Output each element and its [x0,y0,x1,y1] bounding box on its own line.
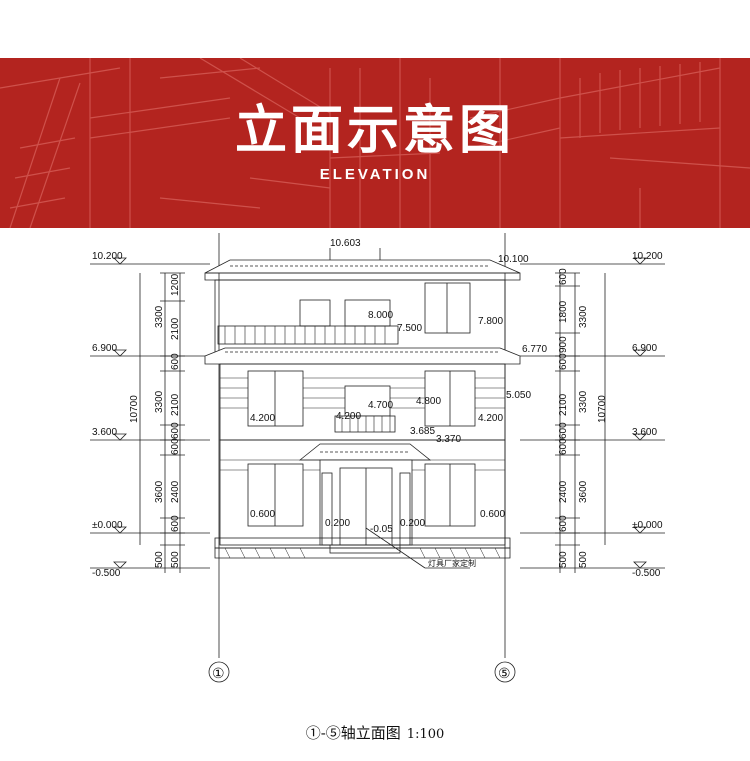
dim-left-inner-5: 600 [170,422,181,439]
label-7800: 7.800 [478,316,503,327]
level-label-left-top: 10.200 [92,251,123,262]
dim-left-outer-2: 3300 [154,390,165,413]
level-label-left-3: 3.600 [92,427,117,438]
label-4700: 4.700 [368,400,393,411]
dim-right-inner-10: 500 [558,551,569,568]
level-label-right-3: 3.600 [632,427,657,438]
dim-left-inner-4: 2100 [170,393,181,416]
banner-subtitle: ELEVATION [319,166,431,183]
label-4200-right: 4.200 [478,413,503,424]
axis-bubble-1 [208,661,230,683]
dim-left-outer-3: 3600 [154,480,165,503]
dim-right-inner-2: 1800 [558,300,569,323]
label-0200-right: 0.200 [400,518,425,529]
label-ridge: 10.603 [330,238,361,249]
building-elevation [204,248,521,569]
label-3370: 3.370 [436,434,461,445]
level-label-left-5: -0.500 [92,568,121,579]
dim-right-outer-3: 3600 [578,480,589,503]
dim-total-right: 10700 [597,395,608,423]
label-3685: 3.685 [410,426,435,437]
dim-right-outer-1: 3300 [578,305,589,328]
level-label-left-2: 6.900 [92,343,117,354]
dim-left-inner-2: 2100 [170,317,181,340]
dim-right-inner-8: 2400 [558,480,569,503]
label-4200-mid: 4.200 [336,411,361,422]
level-label-right-top: 10.200 [632,251,663,262]
dim-left-outer-4: 500 [154,551,165,568]
level-label-right-2: 6.900 [632,343,657,354]
label-6770: 6.770 [522,344,547,355]
header-banner: 立面示意图 ELEVATION [0,58,750,228]
label-4800: 4.800 [416,396,441,407]
dim-left-inner-8: 600 [170,515,181,532]
label-minus-005: -0.05 [370,524,393,535]
axis-label-5: ⑤ [498,665,511,681]
level-label-right-5: -0.500 [632,568,661,579]
dim-left-inner-1: 1200 [170,273,181,296]
dim-left-inner-6: 600 [170,438,181,455]
caption-title: ①-⑤轴立面图 [305,724,401,742]
label-eave-right: 10.100 [498,254,529,265]
label-0200-left: 0.200 [325,518,350,529]
label-0600-left: 0.600 [250,509,275,520]
caption-scale: 1:100 [406,727,445,742]
dim-left-inner-3: 600 [170,353,181,370]
dim-right-inner-1: 600 [558,268,569,285]
label-7500: 7.500 [397,323,422,334]
dim-left-inner-7: 2400 [170,480,181,503]
level-label-left-4: ±0.000 [92,520,123,531]
dim-left-inner-9: 500 [170,551,181,568]
label-8000: 8.000 [368,310,393,321]
label-0600-right: 0.600 [480,509,505,520]
dim-right-outer-4: 500 [578,551,589,568]
label-5050: 5.050 [506,390,531,401]
level-label-right-4: ±0.000 [632,520,663,531]
dim-right-inner-7: 600 [558,438,569,455]
dim-right-inner-6: 600 [558,422,569,439]
dim-right-inner-9: 600 [558,515,569,532]
dim-left-outer-1: 3300 [154,305,165,328]
dim-right-inner-4: 600 [558,353,569,370]
dim-right-inner-5: 2100 [558,393,569,416]
banner-title: 立面示意图 [234,101,515,161]
lamp-note: 灯具厂家定制 [428,558,476,568]
elevation-drawing: 10.200 6.900 3.600 ±0.000 -0.500 10.200 … [90,233,665,683]
dim-total-left: 10700 [129,395,140,423]
axis-label-1: ① [212,665,225,681]
dim-right-outer-2: 3300 [578,390,589,413]
drawing-caption: ①-⑤轴立面图 1:100 [0,722,750,743]
dim-right-inner-3: 900 [558,336,569,353]
label-4200-left: 4.200 [250,413,275,424]
banner-sketch-background [0,58,750,228]
axis-bubble-5 [494,661,516,683]
